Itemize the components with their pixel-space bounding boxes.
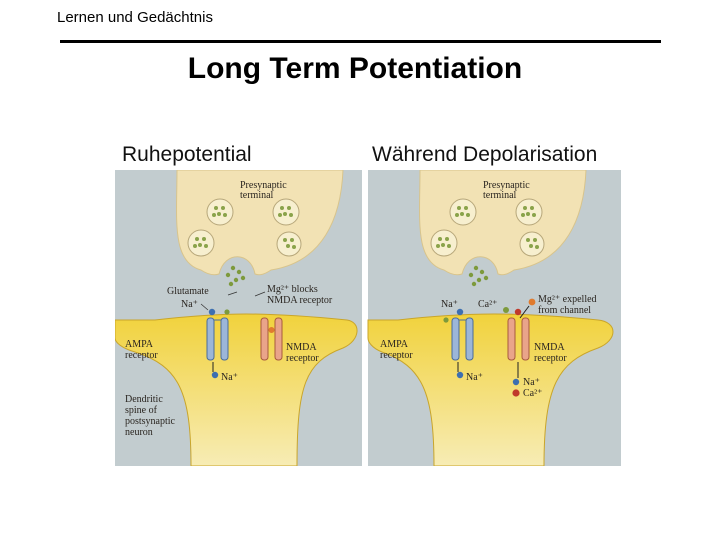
- label-nmda-left: NMDA receptor: [286, 342, 319, 364]
- label-mg-expelled: Mg²⁺ expelled from channel: [538, 294, 599, 316]
- label-presynaptic-right: Presynaptic terminal: [483, 180, 532, 201]
- magnesium-ion: [268, 327, 275, 333]
- label-na-in-right: Na⁺: [441, 299, 458, 310]
- sodium-ion: [211, 371, 219, 379]
- presynaptic-terminal: [176, 170, 344, 276]
- presynaptic-terminal: [419, 170, 587, 276]
- glutamate-molecule: [443, 317, 449, 323]
- panel-divider: [362, 170, 368, 466]
- label-presynaptic-left: Presynaptic terminal: [240, 180, 289, 201]
- slide-title: Long Term Potentiation: [187, 52, 523, 85]
- panel-right: Presynaptic terminal Na⁺ Ca²⁺ Mg²⁺ expel…: [367, 170, 621, 466]
- synaptic-vesicles: [430, 198, 545, 287]
- postsynaptic-spine: [115, 313, 358, 466]
- panel-left: Presynaptic terminal Glutamate Na⁺ Mg²⁺ …: [115, 170, 362, 466]
- header-label: Lernen und Gedächtnis: [57, 9, 213, 26]
- label-glutamate: Glutamate: [167, 286, 209, 297]
- ampa-receptor-left: [206, 317, 229, 361]
- ampa-receptor-right: [451, 317, 474, 361]
- ltp-figure: Presynaptic terminal Glutamate Na⁺ Mg²⁺ …: [115, 170, 621, 466]
- magnesium-ion: [528, 298, 536, 306]
- label-dendritic-spine: Dendritic spine of postsynaptic neuron: [125, 394, 178, 438]
- panel-title-right: Während Depolarisation: [372, 143, 598, 166]
- mg-expel-arrow: [519, 305, 530, 319]
- label-na-in-left: Na⁺: [181, 299, 198, 310]
- label-ampa-left: AMPA receptor: [125, 339, 158, 361]
- sodium-ion: [456, 371, 464, 379]
- label-ampa-right: AMPA receptor: [380, 339, 413, 361]
- panel-title-left: Ruhepotential: [122, 143, 252, 166]
- label-ca-in-right: Ca²⁺: [478, 299, 497, 310]
- sodium-ion: [456, 308, 464, 316]
- glutamate-molecule: [224, 309, 230, 315]
- nmda-receptor-right: [507, 317, 530, 361]
- calcium-ion: [514, 308, 522, 316]
- label-na-out-left: Na⁺: [221, 372, 238, 383]
- glutamate-molecule: [503, 307, 509, 313]
- label-na-out2-right: Na⁺: [523, 377, 540, 388]
- synaptic-vesicles: [187, 198, 302, 287]
- sodium-ion: [208, 308, 216, 316]
- label-ca-out-right: Ca²⁺: [523, 388, 542, 399]
- label-mg-blocks: Mg²⁺ blocks NMDA receptor: [267, 284, 333, 306]
- sodium-ion: [512, 378, 520, 386]
- label-nmda-right: NMDA receptor: [534, 342, 567, 364]
- label-na-out-right: Na⁺: [466, 372, 483, 383]
- calcium-ion: [512, 389, 520, 397]
- postsynaptic-spine: [367, 313, 614, 466]
- header-divider: [60, 40, 661, 43]
- nmda-receptor-left: [260, 317, 283, 361]
